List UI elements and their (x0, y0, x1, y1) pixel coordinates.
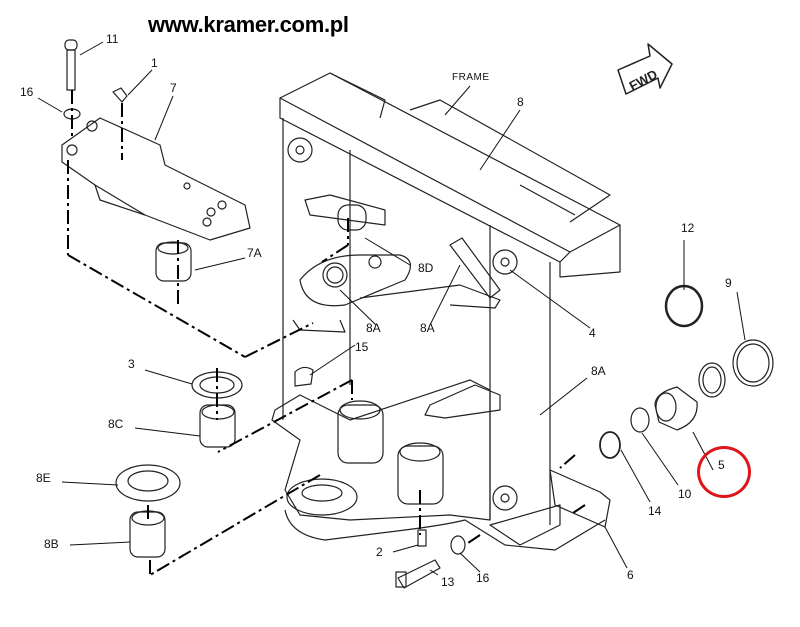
callout-11: 11 (106, 32, 119, 46)
website-url: www.kramer.com.pl (148, 12, 349, 37)
callout-14: 14 (648, 504, 662, 518)
callout-12: 12 (681, 221, 695, 235)
callout-1: 1 (151, 56, 158, 70)
frame-columns (282, 118, 551, 525)
callout-8a-2: 8A (420, 321, 435, 335)
callout-8a-3: 8A (591, 364, 606, 378)
hardware-bottom (294, 366, 466, 589)
callout-7: 7 (170, 81, 177, 95)
bolt-11 (64, 39, 78, 91)
callout-8: 8 (517, 95, 524, 109)
callout-16-bottom: 16 (476, 571, 490, 585)
callout-4: 4 (589, 326, 596, 340)
frame-label: FRAME (452, 72, 490, 83)
callout-8e: 8E (36, 471, 51, 485)
callout-16-top: 16 (20, 85, 34, 99)
callout-7a: 7A (247, 246, 262, 260)
loose-parts-left (115, 371, 243, 558)
callout-5: 5 (718, 458, 725, 472)
callout-10: 10 (678, 487, 692, 501)
callout-9: 9 (725, 276, 732, 290)
callout-3: 3 (128, 357, 135, 371)
callout-8c: 8C (108, 417, 124, 431)
upper-arm (292, 194, 501, 333)
fwd-arrow-icon: FWD (617, 43, 673, 95)
callout-13: 13 (441, 575, 455, 589)
loose-parts-right (599, 284, 774, 459)
callout-8d: 8D (418, 261, 434, 275)
lower-carriage (271, 379, 611, 551)
callout-6: 6 (627, 568, 634, 582)
callout-8b: 8B (44, 537, 59, 551)
callout-2: 2 (376, 545, 383, 559)
assembly-lines (67, 90, 586, 576)
leader-lines (37, 41, 746, 576)
frame-beam (279, 72, 621, 278)
highlight-circle (697, 446, 751, 498)
fitting-1 (112, 87, 128, 103)
callout-8a-1: 8A (366, 321, 381, 335)
callout-15: 15 (355, 340, 369, 354)
bracket-7 (61, 117, 251, 282)
